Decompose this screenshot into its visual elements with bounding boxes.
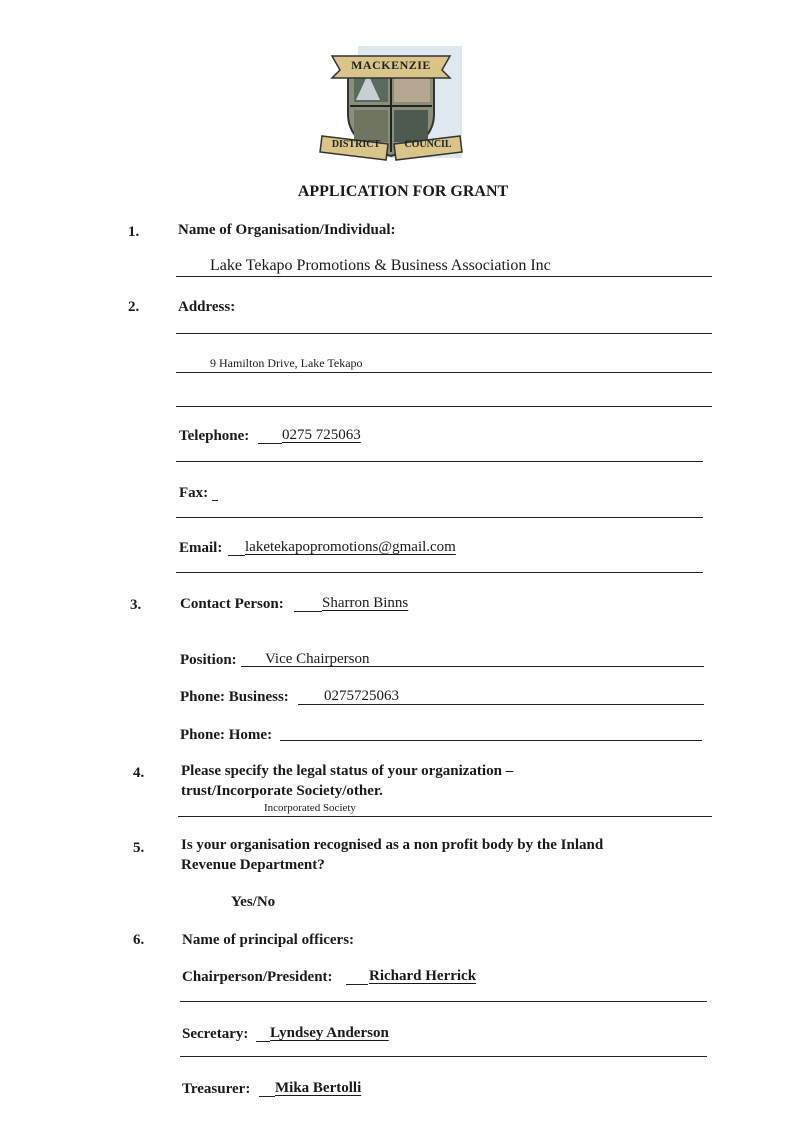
contact-lead — [294, 611, 322, 612]
non-profit-answer: Yes/No — [231, 894, 276, 910]
logo-bottom-right-text: COUNCIL — [404, 139, 452, 150]
chair-label: Chairperson/President: — [182, 969, 333, 985]
secretary-value: Lyndsey Anderson — [270, 1025, 389, 1041]
q3-label: Contact Person: — [180, 596, 284, 612]
council-crest-icon — [319, 46, 463, 161]
q2-number: 2. — [128, 299, 140, 315]
secretary-label: Secretary: — [182, 1026, 249, 1042]
telephone-label: Telephone: — [179, 428, 250, 444]
phone-home-label: Phone: Home: — [180, 727, 273, 743]
fax-label: Fax: — [179, 485, 209, 501]
phone-business-underline — [298, 704, 704, 705]
form-title: APPLICATION FOR GRANT — [297, 183, 509, 200]
q1-label: Name of Organisation/Individual: — [178, 222, 396, 238]
treasurer-value: Mika Bertolli — [275, 1080, 362, 1096]
email-label: Email: — [179, 540, 223, 556]
treasurer-lead — [259, 1096, 275, 1097]
q3-number: 3. — [130, 597, 142, 613]
phone-business-label: Phone: Business: — [180, 689, 289, 705]
telephone-lead — [258, 443, 282, 444]
address-line-2 — [176, 372, 712, 373]
email-lead — [228, 555, 245, 556]
phone-business-value: 0275725063 — [324, 688, 399, 704]
contact-person-value: Sharron Binns — [322, 595, 409, 611]
q4-line2: trust/Incorporate Society/other. — [181, 783, 383, 799]
fax-lead — [212, 500, 218, 501]
chair-underline — [180, 1001, 707, 1002]
chair-value: Richard Herrick — [369, 968, 477, 984]
q2-label: Address: — [178, 299, 236, 315]
position-label: Position: — [180, 652, 237, 668]
secretary-lead — [256, 1041, 270, 1042]
phone-home-underline — [280, 740, 702, 741]
q4-line1: Please specify the legal status of your … — [181, 763, 514, 779]
position-underline — [241, 666, 704, 667]
q1-number: 1. — [128, 224, 140, 240]
q5-line2: Revenue Department? — [181, 857, 325, 873]
q1-organisation-value: Lake Tekapo Promotions & Business Associ… — [210, 257, 551, 274]
telephone-value: 0275 725063 — [282, 427, 361, 443]
q5-number: 5. — [133, 840, 145, 856]
treasurer-label: Treasurer: — [182, 1081, 251, 1097]
q6-label: Name of principal officers: — [182, 932, 355, 948]
logo-top-text: MACKENZIE — [351, 58, 431, 72]
q6-number: 6. — [133, 932, 145, 948]
legal-status-underline — [178, 816, 712, 817]
logo-bottom-left-text: DISTRICT — [331, 139, 381, 150]
email-underline — [176, 572, 703, 573]
address-value: 9 Hamilton Drive, Lake Tekapo — [210, 356, 363, 370]
telephone-underline — [176, 461, 703, 462]
q4-number: 4. — [133, 765, 145, 781]
council-logo: MACKENZIE DISTRICT COUNCIL — [318, 44, 464, 162]
fax-underline — [176, 517, 703, 518]
q1-underline — [176, 276, 712, 277]
chair-lead — [346, 984, 368, 985]
legal-status-value: Incorporated Society — [264, 802, 356, 814]
q5-line1: Is your organisation recognised as a non… — [181, 837, 604, 853]
address-line-3 — [176, 406, 712, 407]
email-value: laketekapopromotions@gmail.com — [245, 539, 456, 555]
address-line-1 — [176, 333, 712, 334]
position-value: Vice Chairperson — [265, 651, 370, 667]
secretary-underline — [180, 1056, 707, 1057]
